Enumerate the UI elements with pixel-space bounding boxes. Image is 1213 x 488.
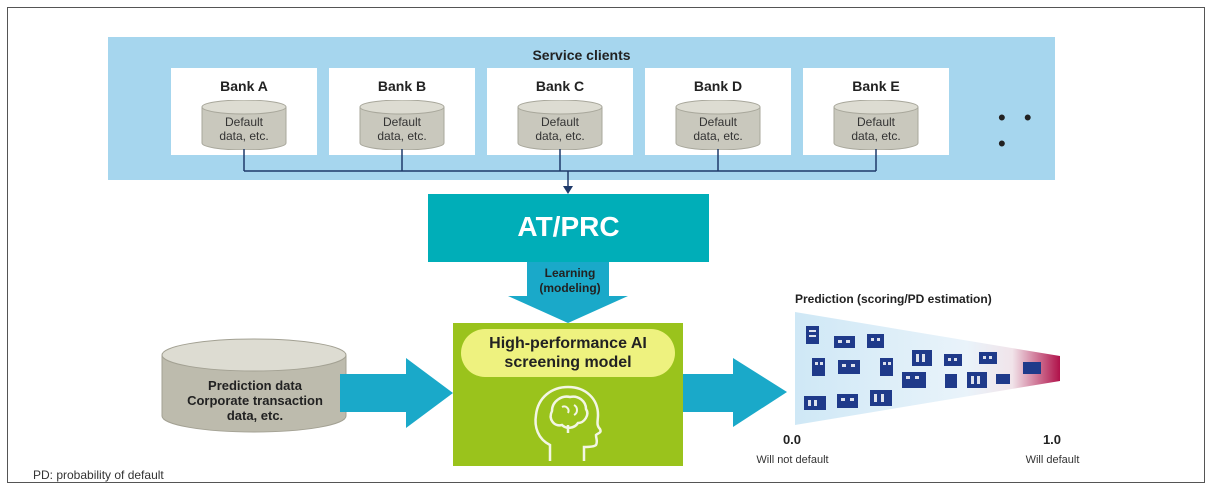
bank-e-database-icon: Default data, etc. (833, 99, 919, 151)
scale-high-value: 1.0 (1042, 432, 1062, 447)
bank-b-box: Bank B Default data, etc. (329, 68, 475, 155)
prediction-data-line-2: Corporate transaction (187, 393, 323, 408)
head-brain-icon (534, 385, 602, 461)
learning-label: Learning (modeling) (525, 266, 615, 296)
scale-low-value: 0.0 (782, 432, 802, 447)
bank-d-db-label-2: data, etc. (693, 129, 743, 143)
bank-d-name: Bank D (693, 78, 743, 94)
model-title-line-1: High-performance AI (489, 335, 647, 352)
bank-a-db-label-1: Default (224, 115, 264, 129)
model-title-pill: High-performance AI screening model (461, 329, 675, 377)
prediction-data-label: Prediction data Corporate transaction da… (163, 378, 347, 423)
prediction-data-line-3: data, etc. (226, 408, 284, 423)
prediction-data-line-1: Prediction data (208, 378, 302, 393)
scale-low-label: Will not default (756, 454, 829, 466)
learning-label-line-2: (modeling) (539, 281, 601, 295)
bank-c-box: Bank C Default data, etc. (487, 68, 633, 155)
learning-label-line-1: Learning (544, 266, 596, 280)
bank-d-db-label-1: Default (698, 115, 738, 129)
bank-a-db-label-2: data, etc. (219, 129, 269, 143)
bank-c-db-label-2: data, etc. (535, 129, 585, 143)
connector-arrowhead (563, 186, 573, 194)
bank-a-database-icon: Default data, etc. (201, 99, 287, 151)
bank-d-database-icon: Default data, etc. (675, 99, 761, 151)
bank-e-name: Bank E (852, 78, 900, 94)
bank-c-database-icon: Default data, etc. (517, 99, 603, 151)
bank-e-db-label-2: data, etc. (851, 129, 901, 143)
service-clients-title: Service clients (532, 47, 631, 63)
atprc-box: AT/PRC (428, 194, 709, 262)
service-clients-panel: Service clients Bank A Default data, etc… (108, 37, 1055, 180)
scale-high-label: Will default (1025, 454, 1080, 466)
bank-a-box: Bank A Default data, etc. (171, 68, 317, 155)
bank-e-box: Bank E Default data, etc. (803, 68, 949, 155)
bank-a-name: Bank A (220, 78, 268, 94)
figure-frame (7, 7, 1205, 483)
more-banks-ellipsis: • • • (998, 105, 1038, 156)
model-title-line-2: screening model (504, 354, 632, 371)
atprc-label: AT/PRC (517, 211, 620, 242)
bank-b-name: Bank B (377, 78, 427, 94)
bank-e-db-label-1: Default (856, 115, 896, 129)
bank-d-box: Bank D Default data, etc. (645, 68, 791, 155)
bank-b-db-label-2: data, etc. (377, 129, 427, 143)
bank-c-name: Bank C (535, 78, 585, 94)
bank-b-database-icon: Default data, etc. (359, 99, 445, 151)
bank-b-db-label-1: Default (382, 115, 422, 129)
ai-screening-model-box: High-performance AI screening model (453, 323, 683, 466)
footnote: PD: probability of default (33, 468, 164, 482)
prediction-title: Prediction (scoring/PD estimation) (795, 292, 992, 306)
bank-c-db-label-1: Default (540, 115, 580, 129)
